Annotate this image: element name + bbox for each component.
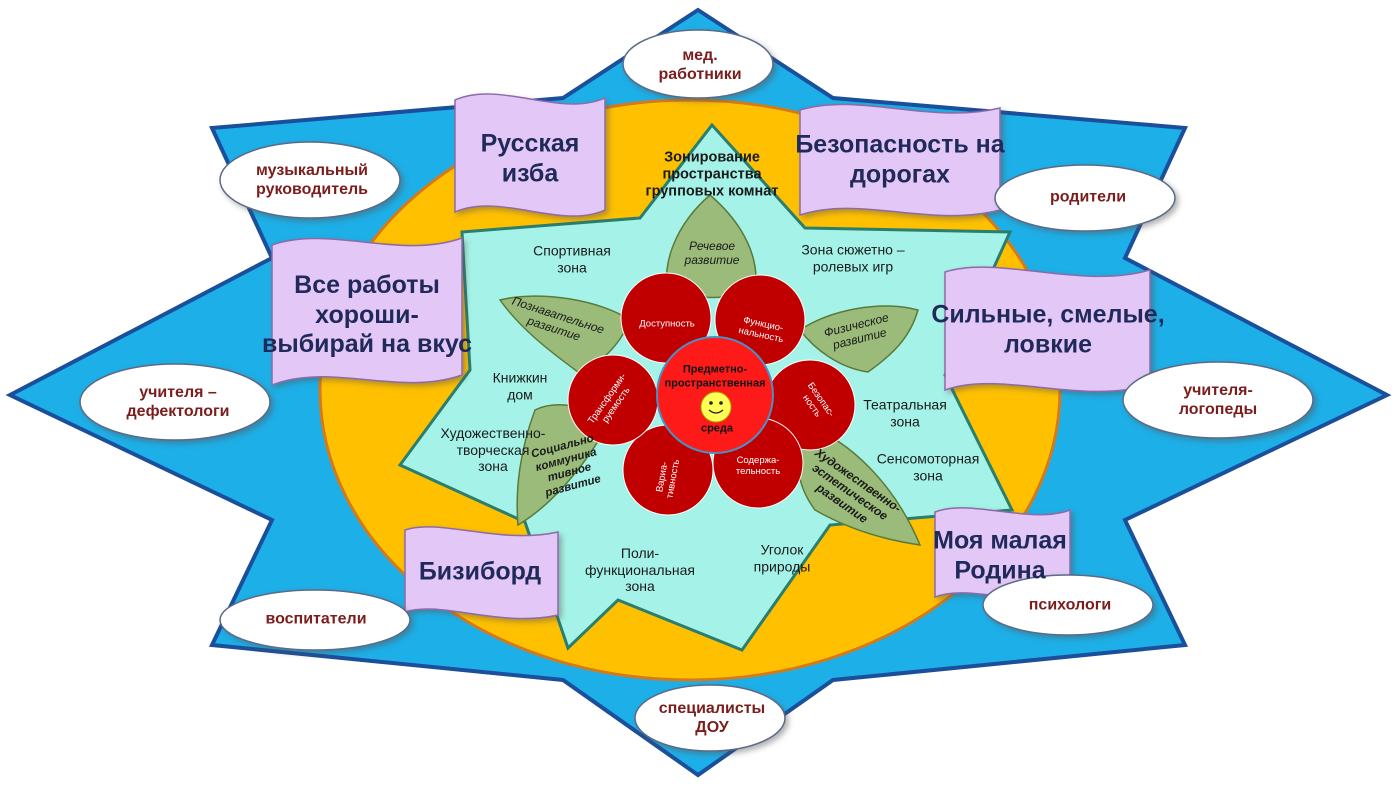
zone-label-book: Книжкин дом [492,369,548,402]
banner-busy-shape [404,526,559,620]
cloud-label-parents: родители [1049,188,1127,206]
cloud-label-music: музыкальный руководитель [256,162,368,198]
zone-label-zoning: Зонирование пространства групповых комна… [645,149,779,200]
petal-label-accessibility: Доступность [639,318,695,330]
zone-label-sport: Спортивная зона [533,242,611,275]
banner-works-shape [271,236,463,387]
banner-label-strong: Сильные, смелые, ловкие [931,300,1165,359]
banner-label-russian: Русская изба [480,129,580,188]
petal-label-content: Содержа- тельность [735,454,781,477]
zone-label-art: Художественно- творческая зона [440,425,546,475]
cloud-label-psych: психологи [1028,596,1112,614]
center-title-line1: Предметно- [682,363,748,376]
cloud-med-shape [622,29,774,99]
cloud-label-educators: воспитатели [265,610,367,628]
cloud-label-logoped: учителя- логопеды [1178,382,1258,418]
cloud-psych-shape [982,574,1154,636]
cloud-parents-shape [994,164,1176,232]
cloud-label-defect: учителя – дефектологи [126,384,230,420]
zone-label-poly: Поли- функциональная зона [585,545,695,595]
leaf-physical [798,305,919,373]
cloud-label-specialists: специалисты ДОУ [658,700,766,736]
center-title-line3: среда [700,422,734,435]
banner-label-busy: Бизиборд [418,557,542,586]
banner-label-safety: Безопасность на дорогах [795,130,1005,189]
zone-label-theatre: Театральная зона [863,396,947,429]
cloud-music-shape [219,141,401,219]
center-title-line2: пространственная [664,377,766,390]
cloud-specialists-shape [634,684,786,752]
zone-label-role: Зона сюжетно – ролевых игр [801,241,905,274]
leaf-label-speech: Речевое развитие [684,238,740,267]
leaf-speech [665,194,757,299]
cloud-logoped-shape [1122,361,1314,439]
cloud-defect-shape [79,363,271,441]
banner-label-works: Все работы хороши- выбирай на вкус [261,270,473,358]
cloud-educators-shape [219,589,411,651]
leaf-cognitive [498,295,631,373]
zone-label-sensor: Сенсомоторная зона [876,450,980,483]
zone-label-nature: Уголок природы [753,541,811,574]
banner-label-homeland: Моя малая Родина [933,526,1067,585]
banner-russian-shape [454,93,606,217]
smiley-icon [700,391,732,423]
cloud-label-med: мед. работники [658,47,742,83]
